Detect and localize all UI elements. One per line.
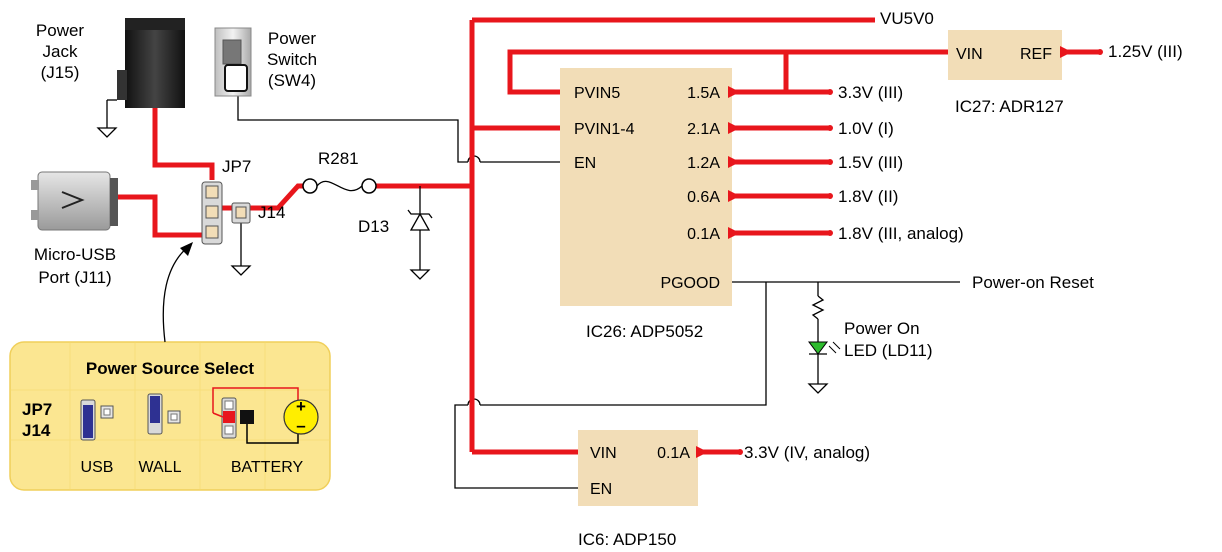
- ic26-output4-current: 0.6A: [687, 189, 720, 206]
- power-on-led-icon: [808, 341, 841, 355]
- jp7-panel-label: JP7: [22, 400, 52, 419]
- power-switch-label-3: (SW4): [268, 71, 316, 90]
- power-source-select-title: Power Source Select: [86, 359, 255, 378]
- j14-panel-label: J14: [22, 421, 51, 440]
- micro-usb-port-icon: [31, 171, 118, 231]
- battery-jumper-setting: + –: [212, 387, 319, 444]
- battery-minus-label: –: [296, 416, 305, 435]
- power-on-reset-label: Power-on Reset: [972, 273, 1094, 292]
- ic26-output2-current: 2.1A: [687, 121, 720, 138]
- option-battery-label: BATTERY: [231, 459, 304, 476]
- j14-header-icon: [231, 202, 251, 224]
- ic26-chip: [560, 68, 732, 306]
- ic27-output-label: 1.25V (III): [1108, 42, 1183, 61]
- d13-label: D13: [358, 217, 389, 236]
- ic26-output5-current: 0.1A: [687, 226, 720, 243]
- jp7-label: JP7: [222, 157, 251, 176]
- power-switch-label-2: Switch: [267, 50, 317, 69]
- battery-icon: [283, 399, 319, 435]
- d13-diode-icon: [407, 186, 433, 238]
- output-dots: [737, 49, 1103, 455]
- ic26-output3-current: 1.2A: [687, 155, 720, 172]
- ic26-output4-voltage: 1.8V (II): [838, 187, 898, 206]
- power-jack-icon: [107, 18, 185, 108]
- select-arrow: [162, 244, 191, 343]
- usb-jumper-setting: [80, 399, 114, 441]
- ic26-pgood-pin: PGOOD: [660, 275, 720, 292]
- battery-plus-label: +: [296, 397, 306, 416]
- ic27-ref-pin: REF: [1020, 46, 1052, 63]
- ic6-output-label: 3.3V (IV, analog): [744, 443, 870, 462]
- ic6-vin-pin: VIN: [590, 445, 617, 462]
- micro-usb-label-2: Port (J11): [38, 268, 111, 287]
- ic27-chip: [948, 30, 1062, 80]
- power-source-select-panel: Power Source Select JP7 J14: [9, 341, 331, 491]
- r281-label: R281: [318, 149, 359, 168]
- power-traces: [110, 17, 1100, 455]
- ic26-output1-voltage: 3.3V (III): [838, 83, 903, 102]
- ic6-chip: [578, 430, 698, 506]
- ic26-pvin1-4-pin: PVIN1-4: [574, 121, 635, 138]
- vu5v0-label: VU5V0: [880, 9, 934, 28]
- ground-symbols: [96, 100, 829, 394]
- ic6-current: 0.1A: [657, 445, 690, 462]
- j14-label: J14: [258, 203, 285, 222]
- micro-usb-label-1: Micro-USB: [34, 245, 116, 264]
- power-switch-label-1: Power: [268, 29, 317, 48]
- power-jack-label-3: (J15): [41, 63, 80, 82]
- power-jack-label-1: Power: [36, 21, 85, 40]
- option-wall-label: WALL: [139, 459, 182, 476]
- power-on-led-label-1: Power On: [844, 319, 920, 338]
- output-arrowheads: [696, 46, 1072, 458]
- ic6-caption: IC6: ADP150: [578, 530, 676, 549]
- ic26-output2-voltage: 1.0V (I): [838, 119, 894, 138]
- ic26-en-pin: EN: [574, 155, 596, 172]
- ic27-vin-pin: VIN: [956, 46, 983, 63]
- ic26-pvin5-pin: PVIN5: [574, 85, 620, 102]
- power-jack-label-2: Jack: [43, 42, 78, 61]
- ic26-output1-current: 1.5A: [687, 85, 720, 102]
- ic6-en-pin: EN: [590, 481, 612, 498]
- jp7-header-icon: [201, 181, 223, 245]
- ic26-output3-voltage: 1.5V (III): [838, 153, 903, 172]
- ic27-caption: IC27: ADR127: [955, 97, 1064, 116]
- ic26-output5-voltage: 1.8V (III, analog): [838, 224, 964, 243]
- ic26-caption: IC26: ADP5052: [586, 322, 703, 341]
- wall-jumper-setting: [147, 393, 181, 435]
- select-arrow-head: [180, 242, 193, 256]
- power-on-led-label-2: LED (LD11): [844, 341, 933, 360]
- power-switch-icon: [214, 27, 252, 97]
- option-usb-label: USB: [81, 459, 114, 476]
- r281-fuse-icon: [302, 178, 377, 194]
